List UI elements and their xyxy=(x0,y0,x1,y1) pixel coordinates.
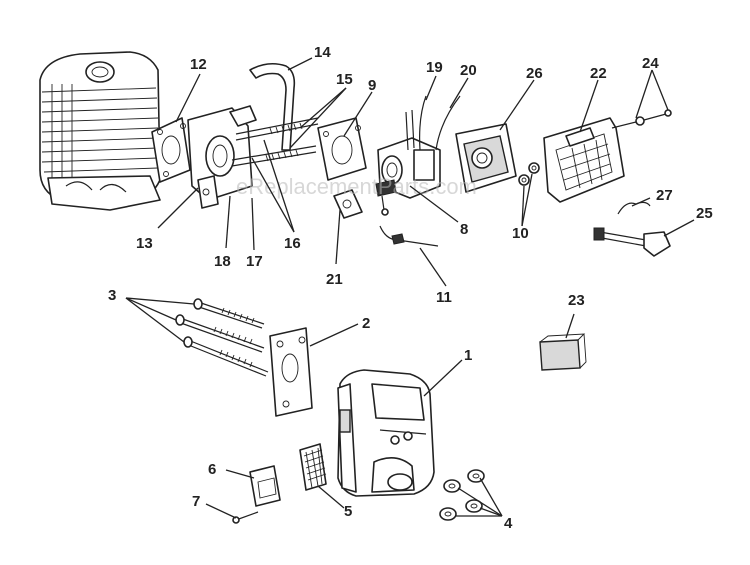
leader-10a xyxy=(521,185,525,227)
callout-9: 9 xyxy=(368,77,376,94)
callout-19: 19 xyxy=(426,59,443,76)
callout-11: 11 xyxy=(436,289,452,306)
intake-manifold-part xyxy=(187,105,257,209)
air-filter-part xyxy=(543,117,625,203)
leader-18 xyxy=(225,195,231,249)
leader-7 xyxy=(205,503,237,519)
leader-12 xyxy=(175,73,201,123)
callout-23: 23 xyxy=(568,292,585,309)
callout-24: 24 xyxy=(642,55,659,72)
nut-part-10 xyxy=(518,162,540,186)
callout-5: 5 xyxy=(344,503,352,520)
leader-3b xyxy=(125,297,177,321)
callout-25: 25 xyxy=(696,205,713,222)
leader-6 xyxy=(225,469,255,479)
callout-1: 1 xyxy=(464,347,472,364)
callout-6: 6 xyxy=(208,461,216,478)
muffler-gasket-part xyxy=(269,327,313,417)
leader-27 xyxy=(631,197,651,207)
leader-5 xyxy=(317,485,345,509)
callout-13: 13 xyxy=(136,235,153,252)
callout-2: 2 xyxy=(362,315,370,332)
callout-12: 12 xyxy=(190,56,207,73)
leader-3c xyxy=(125,297,185,343)
leader-26 xyxy=(499,79,535,131)
leader-15b xyxy=(299,87,347,129)
deflector-part xyxy=(249,465,281,507)
callout-labels: 12 14 15 9 19 20 26 22 24 13 16 18 17 21… xyxy=(108,44,713,532)
throttle-cable-part xyxy=(611,109,672,129)
muffler-part xyxy=(337,369,435,497)
callout-27: 27 xyxy=(656,187,673,204)
callout-18: 18 xyxy=(214,253,231,270)
fuel-line-part-20 xyxy=(435,95,461,151)
callout-4: 4 xyxy=(504,515,513,532)
filter-sponge-part xyxy=(539,333,587,371)
watermark-text: eReplacementParts.com xyxy=(236,174,477,199)
callout-17: 17 xyxy=(246,253,263,270)
leader-9 xyxy=(343,91,373,137)
callout-20: 20 xyxy=(460,62,477,79)
leader-1 xyxy=(423,359,463,397)
leader-23 xyxy=(565,313,575,339)
callout-14: 14 xyxy=(314,44,331,61)
leader-24a xyxy=(635,69,653,119)
callout-10: 10 xyxy=(512,225,529,242)
leader-4c xyxy=(479,507,503,517)
callout-8: 8 xyxy=(460,221,468,238)
leader-11 xyxy=(419,247,447,287)
spring-part xyxy=(617,201,651,215)
carburetor-gasket-part xyxy=(317,117,367,181)
leader-2 xyxy=(309,323,359,347)
leader-14 xyxy=(287,57,313,71)
fuel-line-part-19 xyxy=(419,95,427,151)
callout-3: 3 xyxy=(108,287,116,304)
leader-16b xyxy=(263,139,295,233)
leader-8 xyxy=(409,185,459,223)
impulse-hose-part xyxy=(249,62,296,151)
spark-screen-part xyxy=(299,443,327,491)
leader-25 xyxy=(663,219,695,237)
leader-4b xyxy=(457,487,503,517)
muffler-bolts-part xyxy=(175,298,269,377)
leader-4a xyxy=(479,477,503,517)
carburetor-part xyxy=(375,109,441,216)
screw-part-7 xyxy=(232,511,259,524)
leader-20 xyxy=(449,77,469,109)
leader-17 xyxy=(251,197,255,251)
leader-13 xyxy=(157,187,199,229)
callout-16: 16 xyxy=(284,235,301,252)
throttle-rod-part xyxy=(379,225,439,247)
leader-15a xyxy=(289,87,347,149)
leader-3a xyxy=(125,297,195,305)
throttle-trigger-part xyxy=(593,227,671,257)
gasket-part-12 xyxy=(151,117,191,183)
nut-part-4 xyxy=(439,469,485,521)
leader-lines xyxy=(125,57,695,519)
leader-19 xyxy=(425,75,437,101)
callout-21: 21 xyxy=(326,271,343,288)
choke-part xyxy=(333,189,363,219)
leader-22 xyxy=(579,79,599,133)
leader-16a xyxy=(251,157,295,233)
leader-24b xyxy=(651,69,669,111)
callout-26: 26 xyxy=(526,65,543,82)
callout-22: 22 xyxy=(590,65,607,82)
leader-10b xyxy=(521,173,533,227)
callout-7: 7 xyxy=(192,493,200,510)
cylinder-fins xyxy=(41,84,159,194)
air-filter-base-part xyxy=(455,123,517,193)
carburetor-studs-part xyxy=(231,117,319,167)
leader-21 xyxy=(335,209,341,265)
cylinder-part xyxy=(39,51,161,211)
callout-15: 15 xyxy=(336,71,353,88)
